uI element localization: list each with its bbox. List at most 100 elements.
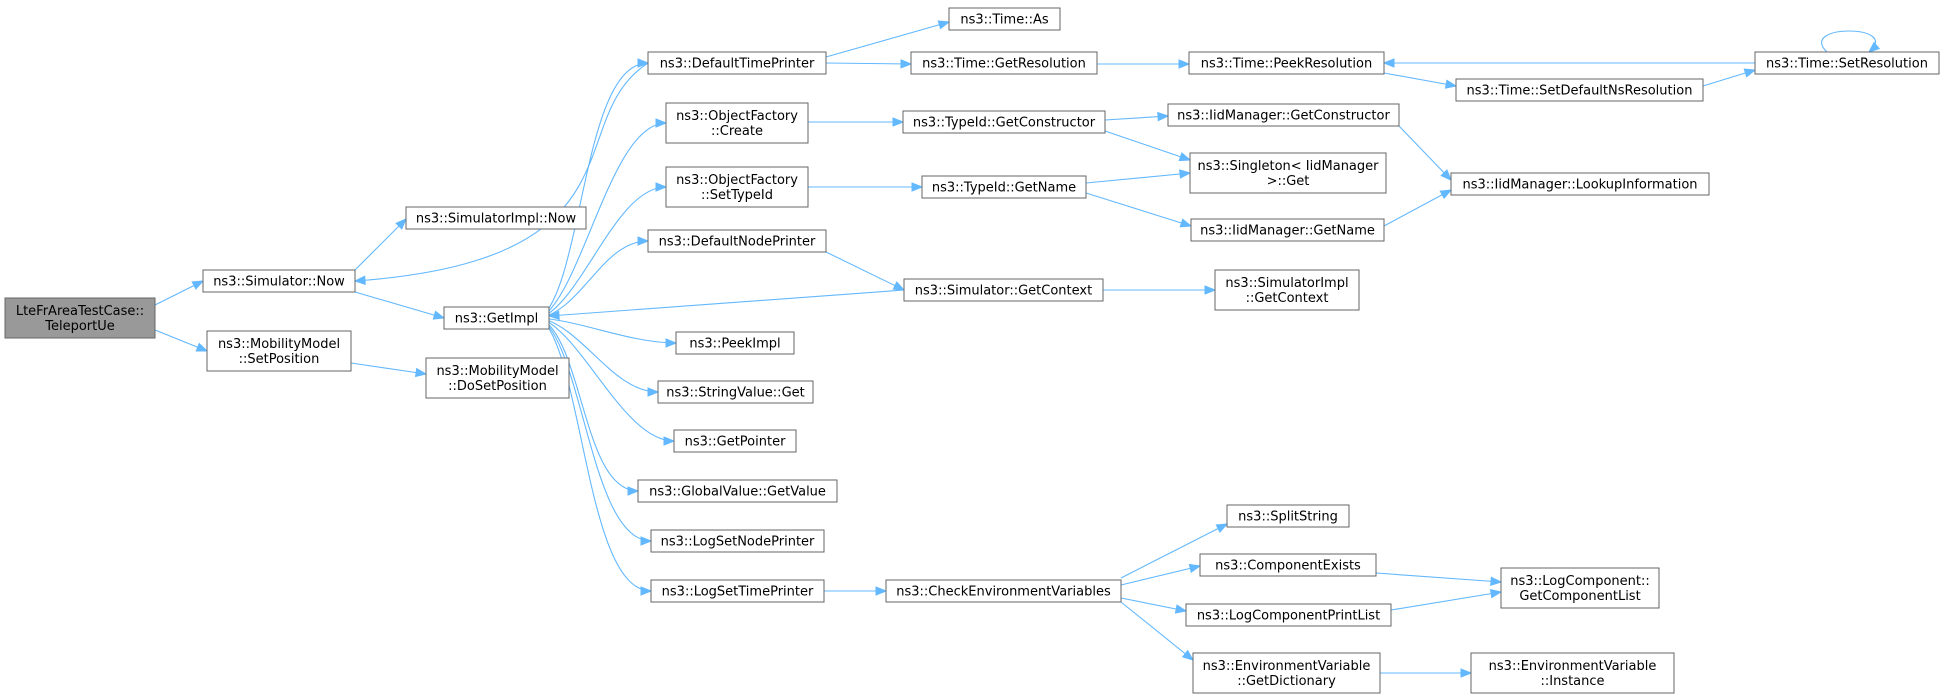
edge-time_getresolution-to-time_peekresolution — [1097, 59, 1191, 69]
edge-getimpl-to-of_create — [540, 118, 668, 319]
node-label: ns3::StringValue::Get — [666, 386, 804, 401]
node-time-as[interactable]: ns3::Time::As — [948, 7, 1061, 31]
edge-arrowhead — [655, 182, 668, 192]
node-sim-getcontext[interactable]: ns3::Simulator::GetContext — [903, 278, 1104, 302]
edge-getimpl-to-default_node_printer — [540, 236, 650, 319]
node-of-settypeid[interactable]: ns3::ObjectFactory::SetTypeId — [665, 166, 809, 208]
edge-line — [354, 62, 649, 282]
node-iid-lookupinformation[interactable]: ns3::IidManager::LookupInformation — [1450, 172, 1710, 196]
node-label: ns3::EnvironmentVariable — [1203, 659, 1371, 674]
node-peekimpl[interactable]: ns3::PeekImpl — [675, 331, 795, 355]
node-default-node-printer[interactable]: ns3::DefaultNodePrinter — [647, 229, 827, 253]
node-splitstring[interactable]: ns3::SplitString — [1226, 504, 1350, 528]
edge-arrowhead — [937, 20, 951, 30]
edge-line — [1085, 172, 1191, 184]
edge-line — [350, 362, 427, 375]
node-box — [405, 206, 587, 230]
node-box — [665, 102, 809, 144]
edge-time-setresolution-self — [1821, 30, 1881, 53]
edge-of_create-to-typeid_getconstructor — [808, 117, 905, 127]
node-envvar-instance[interactable]: ns3::EnvironmentVariable::Instance — [1470, 652, 1675, 694]
node-time-setdefaultnsres[interactable]: ns3::Time::SetDefaultNsResolution — [1455, 78, 1704, 102]
node-time-peekresolution[interactable]: ns3::Time::PeekResolution — [1188, 51, 1385, 75]
edge-getimpl-to-getpointer — [540, 317, 676, 446]
node-simimpl-now[interactable]: ns3::SimulatorImpl::Now — [405, 206, 587, 230]
node-singleton-get[interactable]: ns3::Singleton< IidManager>::Get — [1189, 152, 1387, 194]
node-of-create[interactable]: ns3::ObjectFactory::Create — [665, 102, 809, 144]
node-check-env[interactable]: ns3::CheckEnvironmentVariables — [885, 579, 1122, 603]
edge-arrowhead — [1439, 189, 1453, 200]
node-box — [885, 579, 1122, 603]
node-logsetnodeprinter[interactable]: ns3::LogSetNodePrinter — [650, 529, 825, 553]
node-label: ns3::IidManager::GetName — [1200, 224, 1375, 239]
node-default-time-printer[interactable]: ns3::DefaultTimePrinter — [647, 51, 827, 75]
node-label: ::SetTypeId — [701, 188, 773, 203]
node-getimpl[interactable]: ns3::GetImpl — [443, 306, 550, 330]
node-box — [1185, 603, 1392, 627]
node-label: ::DoSetPosition — [448, 379, 547, 394]
node-label: ::Instance — [1540, 674, 1604, 689]
edge-line — [1383, 72, 1457, 87]
node-box — [665, 166, 809, 208]
node-time-setresolution[interactable]: ns3::Time::SetResolution — [1754, 51, 1940, 75]
edge-arrowhead — [637, 236, 650, 246]
edge-line — [1390, 591, 1502, 611]
node-globalvalue-getvalue[interactable]: ns3::GlobalValue::GetValue — [637, 479, 838, 503]
node-stringvalue-get[interactable]: ns3::StringValue::Get — [657, 380, 814, 404]
node-componentexists[interactable]: ns3::ComponentExists — [1199, 553, 1377, 577]
call-graph-nodes: LteFrAreaTestCase::TeleportUens3::Simula… — [4, 7, 1940, 694]
edge-arrowhead — [1440, 169, 1452, 181]
node-box — [902, 110, 1106, 134]
node-logcomponent-getlist[interactable]: ns3::LogComponent::GetComponentList — [1500, 567, 1660, 609]
edge-line — [540, 317, 639, 492]
edge-line — [825, 62, 912, 65]
node-label: ns3::GlobalValue::GetValue — [649, 485, 826, 500]
edge-line — [540, 317, 677, 344]
edge-arrowhead — [663, 436, 676, 446]
node-getpointer[interactable]: ns3::GetPointer — [673, 429, 797, 453]
edge-line — [354, 218, 407, 271]
edge-arrowhead — [1188, 563, 1202, 574]
node-mm-dosetpos[interactable]: ns3::MobilityModel::DoSetPosition — [425, 357, 570, 399]
edge-arrowhead — [1444, 79, 1458, 89]
edge-getimpl-to-stringvalue_get — [540, 317, 660, 397]
node-label: ::GetContext — [1246, 291, 1329, 306]
node-time-getresolution[interactable]: ns3::Time::GetResolution — [910, 51, 1098, 75]
node-typeid-getname[interactable]: ns3::TypeId::GetName — [921, 175, 1087, 199]
node-label: ns3::IidManager::GetConstructor — [1177, 109, 1390, 124]
node-simimpl-getcontext[interactable]: ns3::SimulatorImpl::GetContext — [1214, 269, 1360, 311]
edge-arrowhead — [1174, 604, 1188, 614]
node-label: ns3::LogSetTimePrinter — [662, 585, 814, 600]
edge-default_time_printer-to-time_as — [825, 20, 951, 58]
edge-arrowhead — [1179, 218, 1193, 228]
node-logsettimeprinter[interactable]: ns3::LogSetTimePrinter — [650, 579, 825, 603]
node-envvar-getdictionary[interactable]: ns3::EnvironmentVariable::GetDictionary — [1192, 652, 1381, 694]
node-box — [650, 529, 825, 553]
node-label: ns3::MobilityModel — [218, 337, 340, 352]
node-box — [202, 269, 356, 293]
edge-root-to-mm_setpos — [154, 329, 209, 352]
edge-root-to-sim_now — [154, 280, 205, 306]
edge-logsettimeprinter-to-check_env — [824, 586, 888, 596]
edge-arrowhead — [432, 310, 446, 320]
node-iid-getconstructor[interactable]: ns3::IidManager::GetConstructor — [1167, 103, 1400, 127]
node-typeid-getconstructor[interactable]: ns3::TypeId::GetConstructor — [902, 110, 1106, 134]
node-logcomponentprintlist[interactable]: ns3::LogComponentPrintList — [1185, 603, 1392, 627]
edge-iid_getname-to-iid_lookupinformation — [1383, 189, 1453, 227]
node-label: ::SetPosition — [239, 352, 320, 367]
node-label: ns3::SimulatorImpl::Now — [416, 212, 577, 227]
node-box — [1167, 103, 1400, 127]
node-label: ns3::LogSetNodePrinter — [661, 535, 815, 550]
node-label: ns3::GetImpl — [455, 312, 539, 327]
node-iid-getname[interactable]: ns3::IidManager::GetName — [1190, 218, 1385, 242]
edge-check_env-to-envvar_getdictionary — [1120, 601, 1195, 661]
edge-arrowhead — [1181, 649, 1195, 661]
node-label: ns3::Singleton< IidManager — [1197, 159, 1379, 174]
node-sim-now[interactable]: ns3::Simulator::Now — [202, 269, 356, 293]
edge-sim-getcontext-to-getimpl — [547, 289, 905, 320]
edge-arrowhead — [655, 118, 668, 128]
edge-default_time_printer-to-time_getresolution — [825, 59, 913, 69]
node-box — [910, 51, 1098, 75]
node-mm-setpos[interactable]: ns3::MobilityModel::SetPosition — [206, 330, 352, 372]
